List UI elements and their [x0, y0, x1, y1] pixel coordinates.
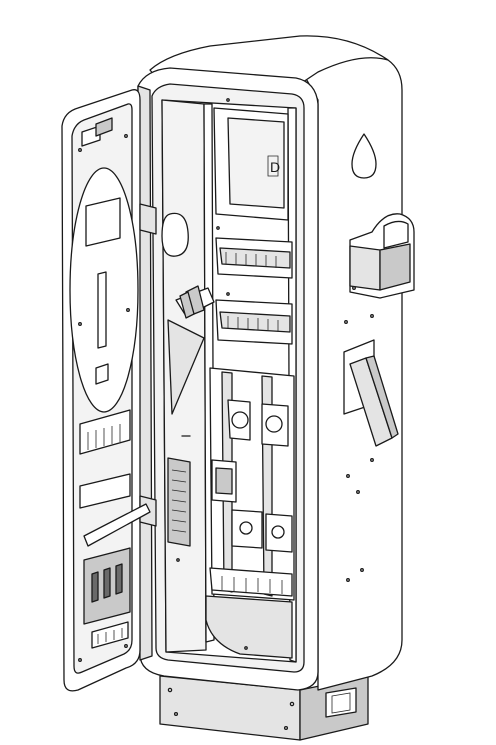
power-supply-unit: [167, 457, 191, 547]
interior-fasteners: [176, 98, 248, 650]
cable-holster: [349, 213, 415, 299]
din-rail-module-upper: [215, 237, 293, 279]
charging-connector: [343, 339, 399, 447]
base-plinth: [159, 675, 369, 741]
cable-cone-assembly: [161, 212, 215, 415]
power-distribution-assembly: [209, 367, 295, 601]
cabinet-door: [61, 85, 157, 692]
cable-trough: [205, 595, 293, 659]
svg-text:D: D: [270, 159, 280, 175]
upper-hinge: [139, 203, 157, 235]
teardrop-emblem: [351, 133, 377, 179]
meter-enclosure: D: [213, 107, 289, 221]
din-rail-module-lower: [215, 299, 293, 345]
